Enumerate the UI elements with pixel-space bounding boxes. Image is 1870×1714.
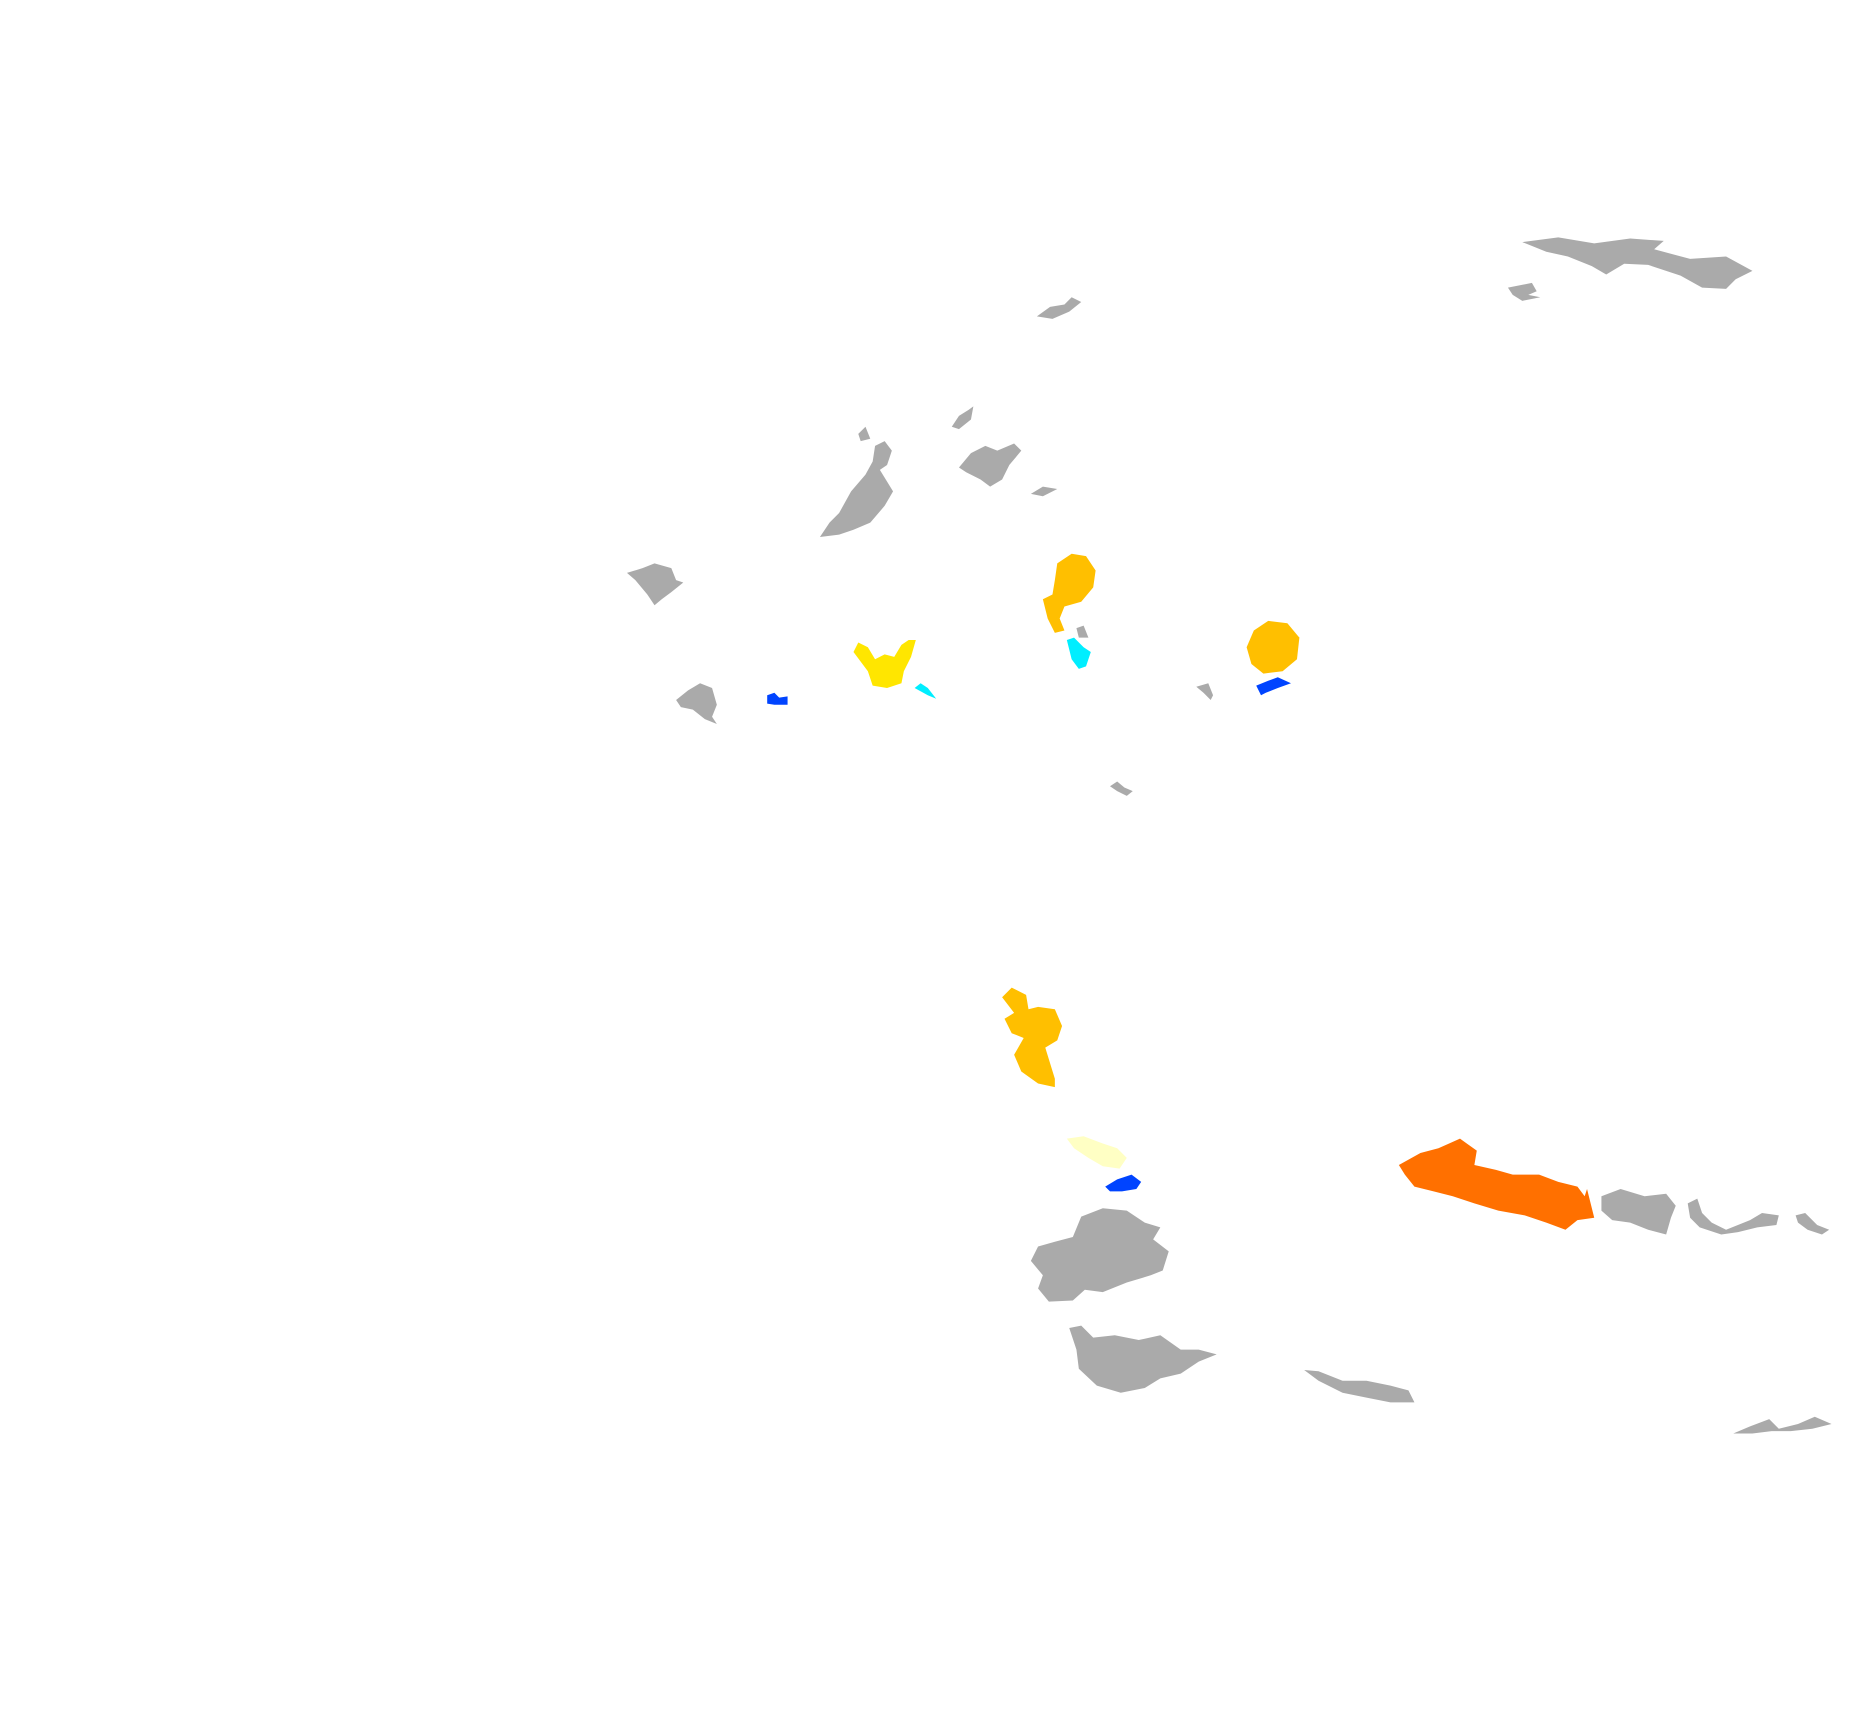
island-region-blue bbox=[1105, 1174, 1142, 1192]
island-region-no-data bbox=[1196, 683, 1214, 700]
island-region-no-data bbox=[1030, 1208, 1169, 1302]
island-region-blue bbox=[767, 692, 788, 705]
island-region-no-data bbox=[1030, 486, 1058, 497]
island-region-no-data bbox=[1076, 625, 1089, 638]
island-region-cyan bbox=[914, 683, 937, 699]
island-region-no-data bbox=[951, 406, 974, 430]
island-region-no-data bbox=[1601, 1189, 1676, 1235]
island-region-no-data bbox=[1304, 1370, 1415, 1403]
island-region-cyan bbox=[1066, 637, 1091, 669]
island-region-no-data bbox=[626, 563, 684, 606]
island-region-no-data bbox=[1507, 282, 1541, 301]
island-region-no-data bbox=[1522, 237, 1753, 289]
island-region-no-data bbox=[1733, 1416, 1832, 1434]
island-region-no-data bbox=[676, 683, 717, 724]
island-region-amber bbox=[1042, 553, 1096, 633]
island-region-no-data bbox=[819, 426, 894, 537]
island-region-orange bbox=[1398, 1138, 1595, 1230]
island-region-amber bbox=[1246, 620, 1300, 674]
island-region-light-yellow bbox=[1066, 1136, 1127, 1169]
island-region-no-data bbox=[1109, 781, 1133, 796]
island-region-yellow bbox=[853, 640, 916, 688]
island-region-blue bbox=[1256, 677, 1291, 696]
island-region-no-data bbox=[958, 443, 1022, 487]
island-region-no-data bbox=[1036, 297, 1082, 319]
island-region-no-data bbox=[1687, 1198, 1830, 1235]
island-region-no-data bbox=[1069, 1325, 1217, 1393]
island-region-amber bbox=[1002, 987, 1063, 1088]
